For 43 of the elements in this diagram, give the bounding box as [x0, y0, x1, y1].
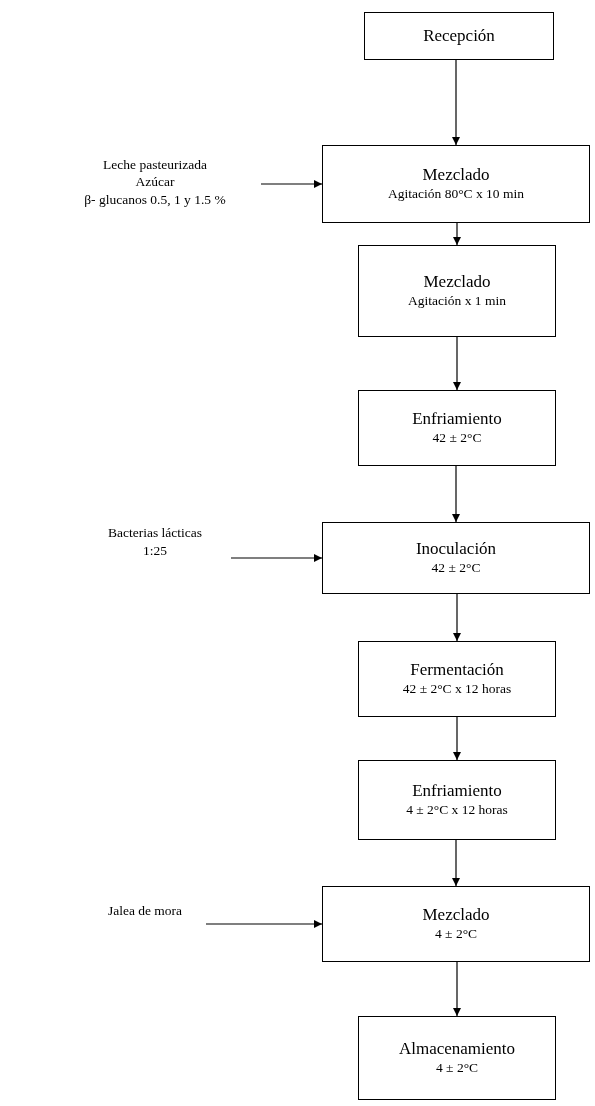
arrow — [453, 593, 461, 642]
process-box — [358, 760, 556, 840]
process-box — [322, 886, 590, 962]
step-title: Enfriamiento — [412, 409, 502, 430]
step-detail: 4 ± 2°C x 12 horas — [406, 801, 508, 819]
input-text: 1:25 — [143, 542, 167, 560]
arrow — [452, 839, 460, 887]
process-box — [358, 1016, 556, 1100]
input-text: Azúcar — [135, 173, 175, 191]
arrow — [453, 336, 461, 391]
step-title: Recepción — [423, 25, 495, 47]
step-detail: Agitación x 1 min — [408, 292, 506, 310]
step-title: Almacenamiento — [398, 1039, 516, 1060]
input-text: Jalea de mora — [107, 902, 183, 920]
step-title: Fermentación — [410, 660, 504, 681]
step-title: Mezclado — [423, 272, 491, 293]
arrow — [453, 961, 461, 1017]
step-detail: 42 ± 2°C — [432, 429, 482, 447]
step-title: Mezclado — [422, 905, 490, 926]
arrow — [453, 222, 461, 246]
step-detail: 42 ± 2°C — [431, 559, 481, 577]
step-detail: 42 ± 2°C x 12 horas — [402, 680, 512, 698]
step-detail: Agitación 80°C x 10 min — [388, 185, 524, 203]
input-text: β- glucanos 0.5, 1 y 1.5 % — [84, 190, 226, 209]
arrow — [230, 554, 323, 562]
step-detail: 4 ± 2°C — [435, 1059, 479, 1077]
arrow — [453, 716, 461, 761]
input-text: Leche pasteurizada — [103, 155, 207, 174]
input-text: Bacterias lácticas — [107, 524, 203, 542]
arrow — [452, 59, 460, 146]
process-box — [322, 522, 590, 594]
process-box — [358, 245, 556, 337]
arrow — [260, 180, 323, 188]
process-box — [358, 390, 556, 466]
process-box — [322, 145, 590, 223]
process-box — [358, 641, 556, 717]
arrow — [205, 920, 323, 928]
step-title: Inoculación — [415, 539, 497, 560]
arrow — [452, 465, 460, 523]
step-title: Mezclado — [422, 165, 490, 186]
process-box — [364, 12, 554, 60]
step-detail: 4 ± 2°C — [434, 925, 478, 943]
step-title: Enfriamiento — [412, 781, 502, 802]
